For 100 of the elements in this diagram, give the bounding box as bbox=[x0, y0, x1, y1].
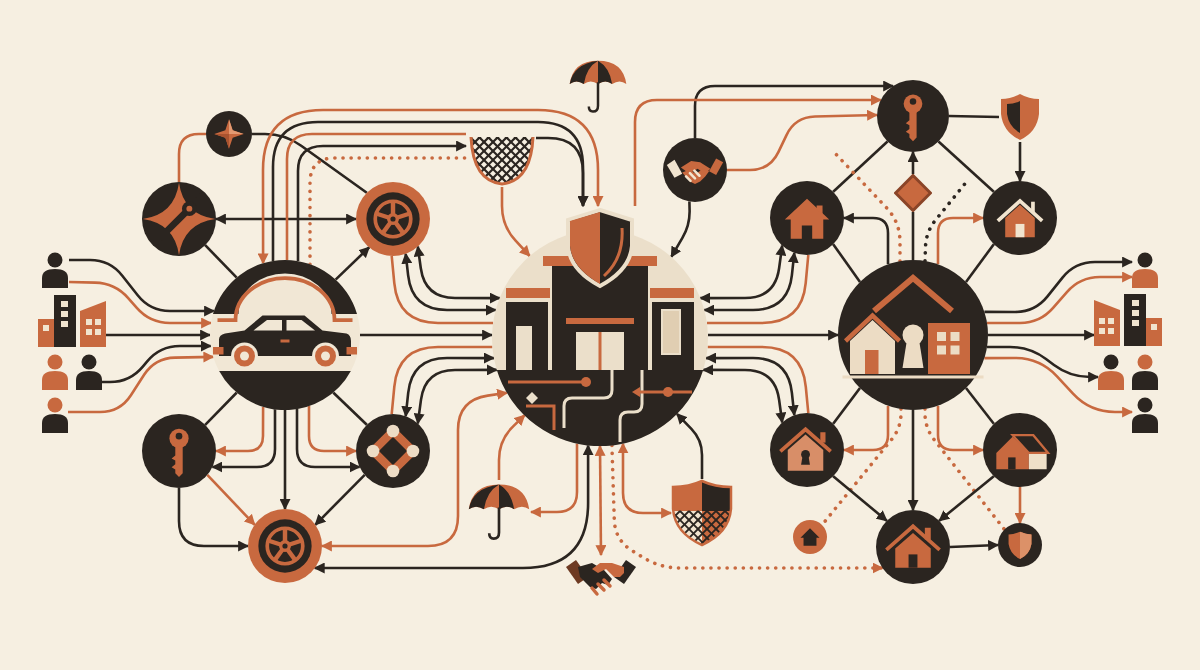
arrow bbox=[988, 329, 1096, 341]
connector-line bbox=[707, 345, 810, 414]
person-icon bbox=[1132, 397, 1158, 433]
arrow bbox=[842, 212, 890, 265]
dotted-arrow bbox=[610, 443, 885, 574]
arrow bbox=[214, 406, 265, 457]
arrow bbox=[633, 94, 882, 206]
arrow bbox=[307, 406, 358, 457]
arrow bbox=[69, 258, 216, 317]
buildings-icon bbox=[1094, 294, 1162, 346]
double-arrow bbox=[702, 364, 787, 424]
double-arrow bbox=[594, 444, 607, 557]
double-arrow bbox=[413, 364, 498, 425]
shield-icon bbox=[998, 523, 1042, 567]
connector-line bbox=[832, 387, 862, 425]
arrow bbox=[279, 410, 291, 511]
connector-line bbox=[937, 140, 995, 193]
connector-line bbox=[706, 254, 810, 325]
double-arrow bbox=[699, 244, 787, 304]
umbrella-icon bbox=[568, 58, 628, 114]
arrow bbox=[1014, 142, 1026, 183]
diamond-pattern-icon bbox=[356, 414, 430, 488]
people-icon bbox=[42, 354, 102, 390]
shield-icon bbox=[999, 92, 1041, 142]
arrow bbox=[360, 329, 494, 341]
car-icon bbox=[210, 260, 360, 410]
key-icon bbox=[142, 414, 216, 488]
arrow bbox=[68, 280, 213, 329]
houses-keyhole-icon bbox=[838, 260, 988, 410]
building-shield-icon bbox=[492, 206, 708, 446]
connector-line bbox=[390, 255, 494, 325]
house-keyhole-icon bbox=[770, 413, 844, 487]
dial-icon bbox=[142, 182, 216, 256]
connector-line bbox=[177, 132, 206, 182]
arrow bbox=[832, 475, 888, 522]
arrow bbox=[727, 109, 879, 172]
double-arrow bbox=[617, 442, 673, 519]
person-icon bbox=[1132, 252, 1158, 288]
diamond-icon bbox=[894, 174, 932, 212]
house-icon bbox=[793, 520, 827, 554]
arrow bbox=[984, 356, 1134, 418]
arrow bbox=[938, 475, 995, 522]
double-arrow bbox=[257, 108, 604, 265]
arrow bbox=[177, 488, 250, 552]
arrow bbox=[936, 405, 985, 456]
people-icon bbox=[1098, 354, 1158, 390]
arrow bbox=[211, 409, 277, 473]
arrow bbox=[334, 246, 371, 281]
house-icon bbox=[983, 181, 1057, 255]
arrow bbox=[529, 443, 579, 518]
arrow bbox=[708, 329, 840, 341]
connector-line bbox=[948, 114, 1000, 119]
arrow bbox=[907, 150, 919, 174]
arrow bbox=[1014, 487, 1026, 525]
double-arrow bbox=[320, 388, 508, 552]
arrow bbox=[693, 80, 895, 138]
connector-line bbox=[964, 243, 995, 283]
double-arrow bbox=[214, 213, 358, 225]
arrow bbox=[206, 473, 256, 526]
arrow bbox=[295, 409, 361, 473]
shield-icon bbox=[671, 479, 733, 547]
double-arrow bbox=[401, 352, 495, 418]
dotted-line bbox=[308, 156, 468, 267]
key-icon bbox=[877, 80, 949, 152]
arrow bbox=[949, 539, 1000, 551]
arrow bbox=[497, 414, 526, 480]
arrow bbox=[106, 329, 212, 341]
connector-line bbox=[832, 243, 862, 283]
double-arrow bbox=[705, 352, 799, 417]
buildings-icon bbox=[38, 295, 106, 347]
connector-line bbox=[332, 391, 368, 426]
double-arrow bbox=[401, 252, 497, 316]
wheel-icon bbox=[248, 509, 322, 583]
connector-line bbox=[204, 244, 238, 279]
arrow bbox=[984, 256, 1134, 314]
person-icon bbox=[42, 397, 68, 433]
arrow bbox=[936, 212, 985, 265]
arrow bbox=[500, 187, 531, 257]
house-icon bbox=[983, 413, 1057, 487]
connector-line bbox=[911, 212, 915, 260]
house-icon bbox=[770, 181, 844, 255]
connector-line bbox=[204, 391, 238, 426]
arrow bbox=[987, 345, 1100, 383]
double-arrow bbox=[703, 251, 799, 316]
arrow bbox=[987, 271, 1134, 325]
person-icon bbox=[42, 252, 68, 288]
wheel-icon bbox=[356, 182, 430, 256]
double-arrow bbox=[413, 245, 501, 304]
connector-line bbox=[252, 132, 368, 194]
connector-line bbox=[832, 140, 889, 193]
connector-line bbox=[964, 387, 995, 425]
arrow bbox=[675, 412, 704, 479]
dotted-line bbox=[923, 407, 1007, 532]
arrow bbox=[314, 473, 366, 526]
double-arrow bbox=[313, 444, 594, 574]
arrow bbox=[102, 340, 212, 384]
connector-line bbox=[390, 345, 493, 415]
arrow bbox=[670, 201, 691, 258]
arrow bbox=[907, 410, 919, 512]
handshake-icon bbox=[663, 138, 727, 202]
